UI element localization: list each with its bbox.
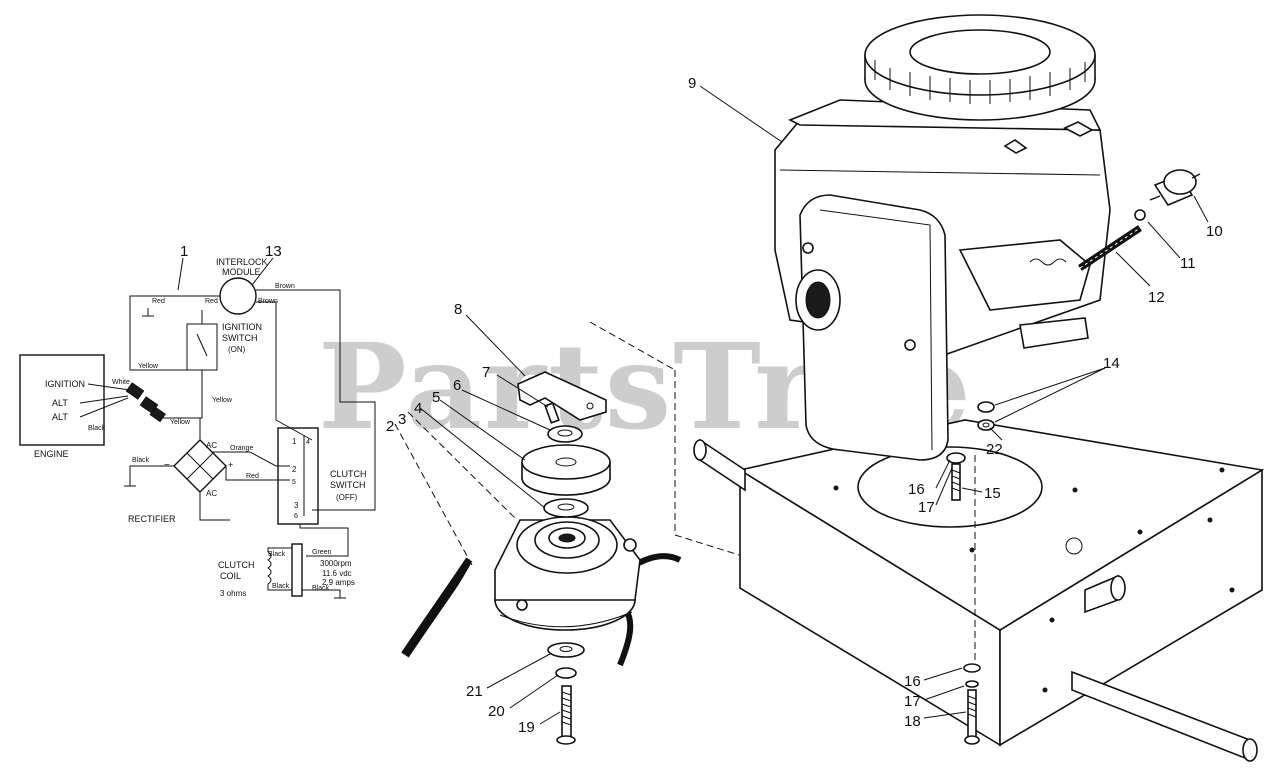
clamp-11[interactable] — [1134, 209, 1146, 221]
nut-14[interactable] — [977, 401, 995, 413]
leader-lines — [177, 85, 1209, 725]
wire-yellow-3: Yellow — [170, 419, 191, 426]
switch-term-6: 6 — [294, 513, 298, 520]
interlock-module[interactable] — [219, 277, 257, 315]
callout-16-upper: 16 — [908, 481, 925, 498]
module-title-1: INTERLOCK — [216, 257, 268, 267]
ignition-switch-label-2: SWITCH — [222, 333, 258, 343]
bracket-8[interactable] — [517, 371, 607, 421]
rectifier-label: RECTIFIER — [128, 514, 176, 524]
rectifier-ac-bottom: AC — [206, 489, 217, 498]
engine-deck — [693, 14, 1265, 762]
wire-green: Green — [312, 549, 332, 556]
switch-term-5: 5 — [292, 479, 296, 486]
ignition-switch-label-1: IGNITION — [222, 322, 262, 332]
washer-16-upper[interactable] — [946, 452, 966, 464]
callout-2: 2 — [386, 418, 394, 435]
callout-15: 15 — [984, 485, 1001, 502]
rectifier-plus: + — [228, 460, 233, 470]
callout-18: 18 — [904, 713, 921, 730]
callout-12: 12 — [1148, 289, 1165, 306]
wire-black-3: Black — [268, 551, 286, 558]
wire-orange: Orange — [230, 445, 253, 452]
clutch-coil-label-2: COIL — [220, 571, 241, 581]
callout-19: 19 — [518, 719, 535, 736]
washer-16-lower[interactable] — [963, 663, 981, 673]
wire-black-5: Black — [312, 585, 330, 592]
lockwasher-17[interactable] — [965, 680, 979, 688]
washer-22[interactable] — [977, 419, 995, 431]
switch-term-3: 3 — [294, 501, 299, 510]
wire-red-3: Red — [246, 473, 259, 480]
wiring-schematic: INTERLOCK MODULE Red Red Yellow IGNITION… — [19, 257, 376, 599]
clutch-coil[interactable] — [291, 543, 303, 597]
clutch-coil-label-1: CLUTCH — [218, 560, 255, 570]
wire-brown-1: Brown — [275, 283, 295, 290]
clutch-ohms: 3 ohms — [220, 589, 246, 598]
wire-yellow-2: Yellow — [212, 397, 233, 404]
wire-red-2: Red — [205, 298, 218, 305]
callout-17-upper: 17 — [918, 499, 935, 516]
callout-21: 21 — [466, 683, 483, 700]
coil-spec-2: 11.6 vdc — [322, 569, 352, 578]
callout-14: 14 — [1103, 355, 1120, 372]
callout-5: 5 — [432, 389, 440, 406]
washer-3[interactable] — [543, 498, 589, 518]
clutch-switch-label-2: SWITCH — [330, 480, 366, 490]
clutch-switch-label-3: (OFF) — [336, 493, 358, 502]
callout-13: 13 — [265, 243, 282, 260]
rectifier-ac-top: AC — [206, 441, 217, 450]
callout-1: 1 — [180, 243, 188, 260]
wire-brown-2: Brown — [258, 298, 278, 305]
air-cleaner-cover[interactable] — [799, 194, 949, 461]
wire-black-2: Black — [132, 457, 150, 464]
lockwasher-20[interactable] — [555, 667, 577, 679]
callout-8: 8 — [454, 301, 462, 318]
bushing-6[interactable] — [547, 425, 583, 443]
ignition-switch[interactable] — [186, 323, 218, 371]
callout-22: 22 — [986, 441, 1003, 458]
callout-numbers: 1 13 2 3 4 5 6 7 8 9 10 11 12 14 15 16 1… — [180, 75, 1223, 736]
callout-9: 9 — [688, 75, 696, 92]
switch-term-2: 2 — [292, 465, 297, 474]
engine-label: ENGINE — [34, 449, 69, 459]
key-7[interactable] — [544, 402, 560, 424]
coil-spec-3: 2.9 amps — [322, 578, 355, 587]
clutch-switch-label-1: CLUTCH — [330, 469, 367, 479]
switch-term-1: 1 — [292, 437, 297, 446]
washer-21[interactable] — [547, 642, 585, 658]
wire-connector — [125, 382, 166, 423]
engine-ignition: IGNITION — [45, 379, 85, 389]
callout-11: 11 — [1180, 255, 1196, 272]
callout-7: 7 — [482, 364, 490, 381]
engine-alt-2: ALT — [52, 412, 68, 422]
coil-spec-1: 3000rpm — [320, 559, 352, 568]
callout-20: 20 — [488, 703, 505, 720]
wire-black-1: Black — [88, 425, 106, 432]
clutch-switch[interactable] — [277, 427, 319, 525]
callout-16-lower: 16 — [904, 673, 921, 690]
clutch-assembly — [401, 321, 981, 745]
callout-17-lower: 17 — [904, 693, 921, 710]
callout-10: 10 — [1206, 223, 1223, 240]
wire-red-1: Red — [152, 298, 165, 305]
ignition-switch-label-3: (ON) — [228, 345, 246, 354]
callout-4: 4 — [414, 400, 422, 417]
callout-6: 6 — [453, 377, 461, 394]
wire-black-4: Black — [272, 583, 290, 590]
wire-yellow-1: Yellow — [138, 363, 159, 370]
callout-3: 3 — [398, 411, 406, 428]
engine-alt-1: ALT — [52, 398, 68, 408]
module-title-2: MODULE — [222, 267, 261, 277]
engine-mount-plate — [857, 446, 1043, 528]
wire-white: White — [112, 379, 130, 386]
drive-belt[interactable] — [401, 557, 474, 658]
switch-term-4: 4 — [306, 439, 310, 446]
